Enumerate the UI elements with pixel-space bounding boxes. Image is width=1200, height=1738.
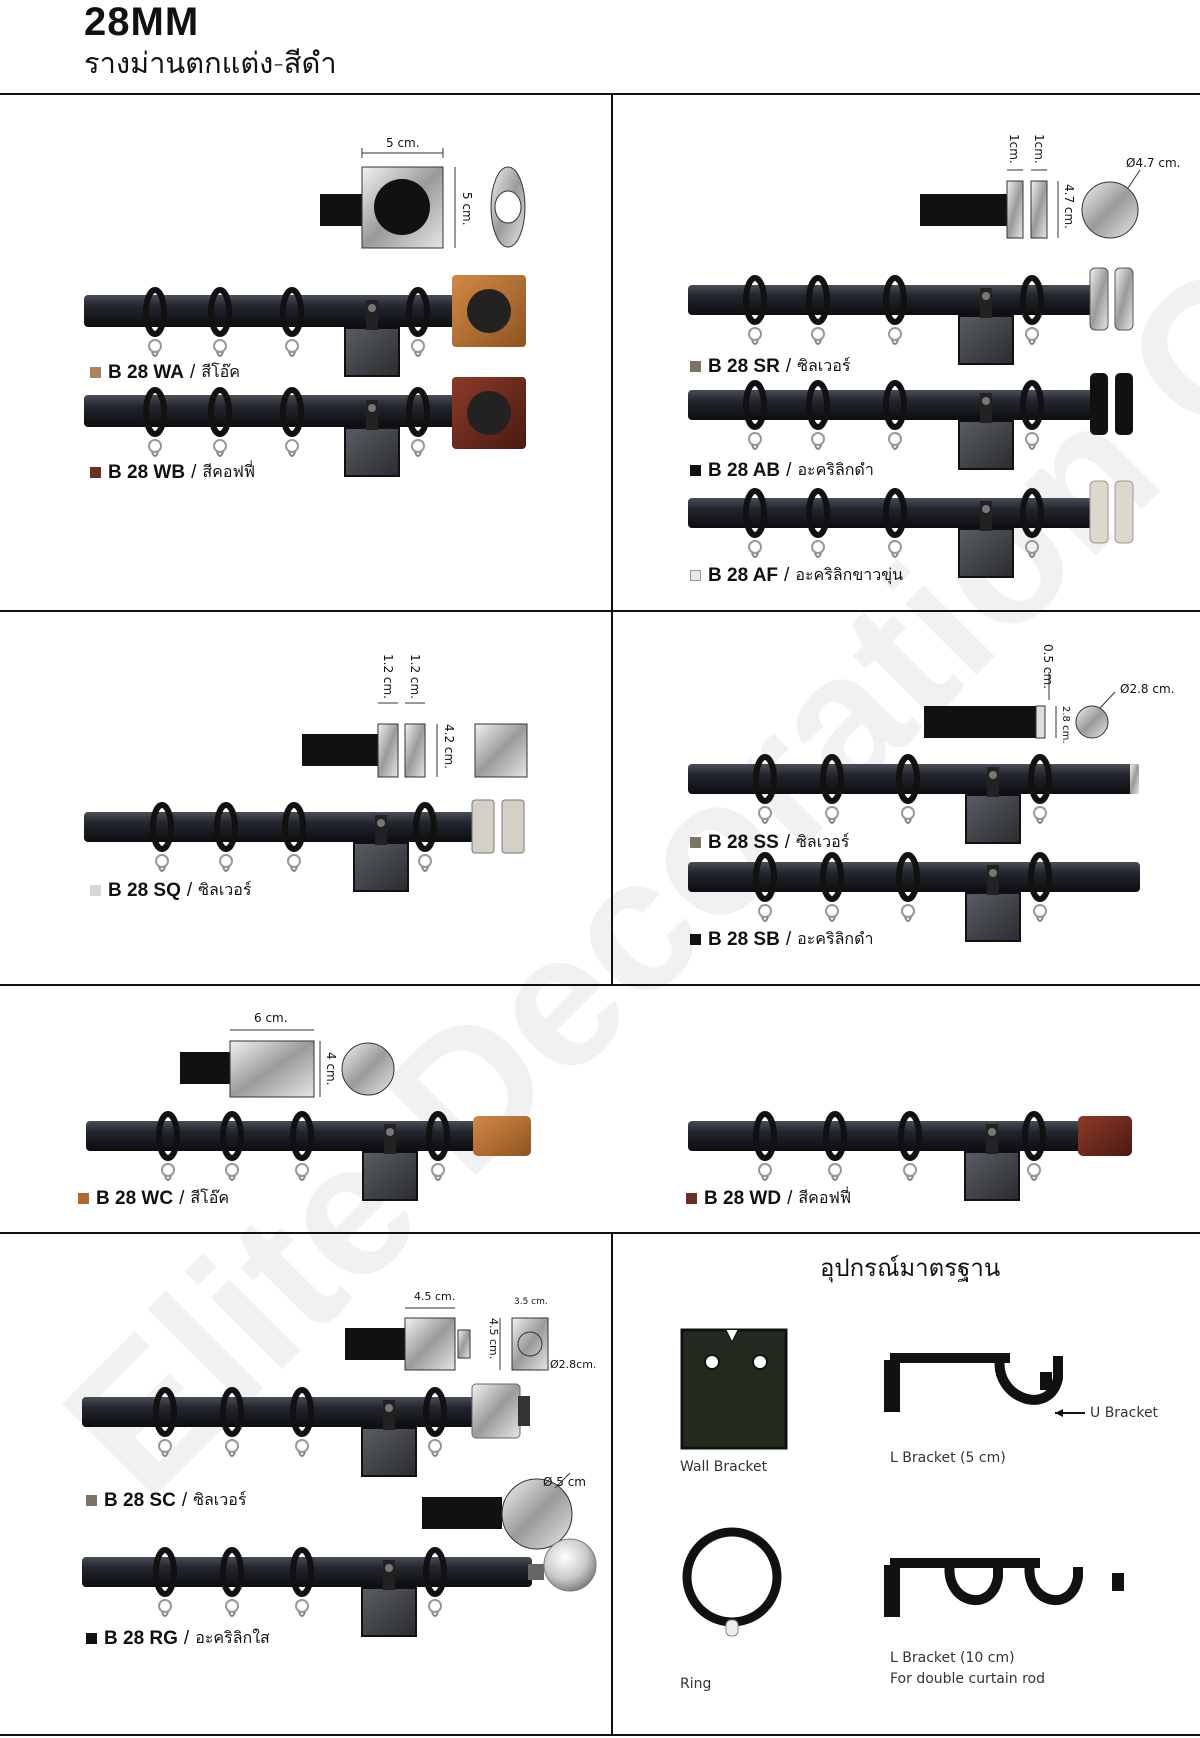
color-swatch bbox=[90, 467, 101, 478]
product-color-name: ซิลเวอร์ bbox=[797, 356, 851, 375]
product-code: B 28 SB bbox=[708, 928, 780, 950]
dimension-label: Ø2.8cm. bbox=[550, 1358, 597, 1371]
color-swatch bbox=[690, 837, 701, 848]
dimension-label: 1.2 cm. bbox=[381, 654, 395, 699]
product-label-b28sb: B 28 SB/ อะคริลิกดำ bbox=[690, 927, 873, 952]
product-color-name: ซิลเวอร์ bbox=[198, 880, 252, 899]
page-title: 28MM bbox=[84, 0, 200, 44]
accessories-title: อุปกรณ์มาตรฐาน bbox=[820, 1254, 1001, 1282]
grid-line bbox=[611, 1232, 613, 1736]
grid-line bbox=[0, 984, 1200, 986]
product-color-name: อะคริลิกใส bbox=[195, 1628, 270, 1647]
product-label-b28sq: B 28 SQ/ ซิลเวอร์ bbox=[90, 878, 251, 903]
product-code: B 28 SC bbox=[104, 1489, 176, 1511]
product-color-name: สีคอฟฟี่ bbox=[798, 1188, 852, 1207]
l-bracket-5-label: L Bracket (5 cm) bbox=[890, 1450, 1006, 1466]
dimension-label: 1cm. bbox=[1007, 134, 1021, 164]
product-label-b28ss: B 28 SS/ ซิลเวอร์ bbox=[690, 830, 849, 855]
product-color-name: อะคริลิกขาวขุ่น bbox=[795, 565, 904, 584]
product-label-b28af: B 28 AF/ อะคริลิกขาวขุ่น bbox=[690, 563, 903, 588]
color-swatch bbox=[90, 367, 101, 378]
product-code: B 28 SQ bbox=[108, 879, 181, 901]
dimension-label: 5 cm. bbox=[386, 136, 420, 150]
dimension-label: 6 cm. bbox=[254, 1011, 288, 1025]
color-swatch bbox=[690, 361, 701, 372]
grid-line bbox=[0, 93, 1200, 95]
product-color-name: ซิลเวอร์ bbox=[193, 1490, 247, 1509]
product-label-b28sr: B 28 SR/ ซิลเวอร์ bbox=[690, 354, 850, 379]
color-swatch bbox=[690, 465, 701, 476]
dimension-label: 1cm. bbox=[1032, 134, 1046, 164]
u-bracket-label: U Bracket bbox=[1090, 1405, 1159, 1421]
l-bracket-10-label: L Bracket (10 cm) bbox=[890, 1650, 1015, 1666]
color-swatch bbox=[690, 934, 701, 945]
product-code: B 28 WD bbox=[704, 1187, 782, 1209]
color-swatch bbox=[90, 885, 101, 896]
dimension-label: 4.5 cm. bbox=[414, 1290, 456, 1303]
grid-line bbox=[0, 1232, 1200, 1234]
wall-bracket-label: Wall Bracket bbox=[680, 1459, 768, 1475]
product-color-name: สีโอ๊ค bbox=[190, 1188, 230, 1207]
product-code: B 28 AF bbox=[708, 564, 779, 586]
product-color-name: สีโอ๊ค bbox=[201, 362, 240, 381]
product-color-name: อะคริลิกดำ bbox=[797, 460, 874, 479]
color-swatch bbox=[690, 570, 701, 581]
grid-line bbox=[0, 610, 1200, 612]
dimension-label: 4.2 cm. bbox=[442, 724, 456, 769]
dimension-label: Ø2.8 cm. bbox=[1120, 682, 1175, 696]
dimension-label: 4.5 cm. bbox=[487, 1318, 500, 1360]
product-label-b28wc: B 28 WC/ สีโอ๊ค bbox=[78, 1186, 229, 1211]
dimension-label: Ø 5 cm bbox=[543, 1475, 586, 1489]
product-color-name: ซิลเวอร์ bbox=[796, 832, 850, 851]
product-code: B 28 SS bbox=[708, 831, 779, 853]
color-swatch bbox=[86, 1495, 97, 1506]
color-swatch bbox=[78, 1193, 89, 1204]
l-bracket-10-note: For double curtain rod bbox=[890, 1671, 1045, 1687]
product-color-name: อะคริลิกดำ bbox=[797, 929, 874, 948]
product-code: B 28 WC bbox=[96, 1187, 174, 1209]
page-subtitle: รางม่านตกแต่ง-สีดำ bbox=[84, 46, 337, 80]
dimension-label: 4.7 cm. bbox=[1062, 184, 1076, 229]
grid-line bbox=[0, 1734, 1200, 1736]
product-label-b28sc: B 28 SC/ ซิลเวอร์ bbox=[86, 1488, 246, 1513]
dimension-label: 3.5 cm. bbox=[514, 1297, 548, 1307]
product-label-b28ab: B 28 AB/ อะคริลิกดำ bbox=[690, 458, 874, 483]
product-code: B 28 RG bbox=[104, 1627, 178, 1649]
dimension-label: 0.5 cm. bbox=[1041, 644, 1055, 689]
product-label-b28wd: B 28 WD/ สีคอฟฟี่ bbox=[686, 1186, 851, 1211]
product-code: B 28 AB bbox=[708, 459, 781, 481]
grid-line bbox=[611, 93, 613, 985]
dimension-label: 5 cm. bbox=[460, 192, 474, 226]
dimension-label: 2.8 cm. bbox=[1060, 706, 1071, 744]
product-color-name: สีคอฟฟี่ bbox=[202, 462, 256, 481]
ring-label: Ring bbox=[680, 1676, 712, 1692]
dimension-label: 4 cm. bbox=[324, 1052, 338, 1086]
color-swatch bbox=[686, 1193, 697, 1204]
product-code: B 28 SR bbox=[708, 355, 780, 377]
product-code: B 28 WB bbox=[108, 461, 186, 483]
dimension-label: Ø4.7 cm. bbox=[1126, 156, 1181, 170]
product-label-b28wb: B 28 WB/ สีคอฟฟี่ bbox=[90, 460, 255, 485]
product-label-b28rg: B 28 RG/ อะคริลิกใส bbox=[86, 1626, 270, 1651]
product-code: B 28 WA bbox=[108, 361, 185, 383]
color-swatch bbox=[86, 1633, 97, 1644]
dimension-label: 1.2 cm. bbox=[408, 654, 422, 699]
product-label-b28wa: B 28 WA/ สีโอ๊ค bbox=[90, 360, 240, 385]
